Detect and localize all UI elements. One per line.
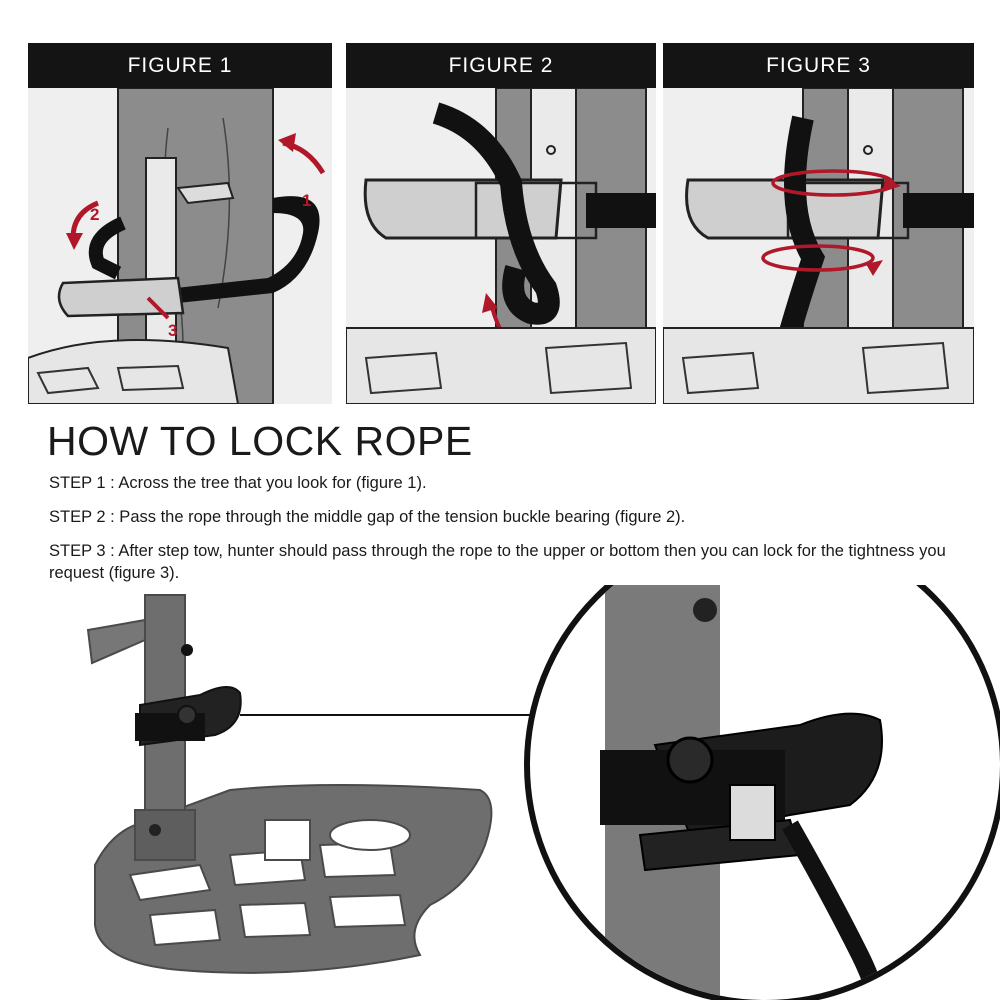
- arrow-3: [146, 296, 170, 320]
- arrow-label-1: 1: [302, 191, 311, 210]
- tree-stand-product: [86, 594, 530, 974]
- lower-rotation-arrow: [761, 244, 875, 272]
- figure-2-illustration: [346, 88, 656, 404]
- strap: [903, 193, 974, 228]
- arrow-label-2: 2: [90, 205, 99, 224]
- figure-3-panel: FIGURE 3: [663, 43, 974, 404]
- figure-2-panel: FIGURE 2: [346, 43, 656, 404]
- platform: [346, 327, 656, 404]
- arrow-label-3: 3: [168, 321, 177, 340]
- figure-1-header: FIGURE 1: [28, 43, 332, 88]
- step-1-text: STEP 1 : Across the tree that you look f…: [49, 474, 427, 492]
- figure-1-panel: FIGURE 1 1 2 3: [28, 43, 332, 404]
- ratchet-buckle: [57, 276, 185, 318]
- figure-3-header: FIGURE 3: [663, 43, 974, 88]
- strap: [586, 193, 656, 228]
- step-2-text: STEP 2 : Pass the rope through the middl…: [49, 508, 686, 526]
- figure-1-illustration: 1 2 3: [28, 88, 326, 404]
- platform: [28, 339, 240, 404]
- strap: [176, 196, 320, 303]
- rope: [432, 102, 560, 325]
- product-illustration: [86, 585, 1000, 1000]
- page-title: HOW TO LOCK ROPE: [47, 418, 473, 464]
- step-3-text: STEP 3 : After step tow, hunter should p…: [49, 542, 946, 582]
- figure-3-illustration: [663, 88, 974, 404]
- buckle-closeup: [524, 585, 1000, 1000]
- platform: [663, 327, 974, 404]
- steps-list: STEP 1 : Across the tree that you look f…: [49, 472, 979, 596]
- bow-holder: [86, 618, 146, 665]
- figure-2-header: FIGURE 2: [346, 43, 656, 88]
- ratchet-buckle: [363, 178, 563, 240]
